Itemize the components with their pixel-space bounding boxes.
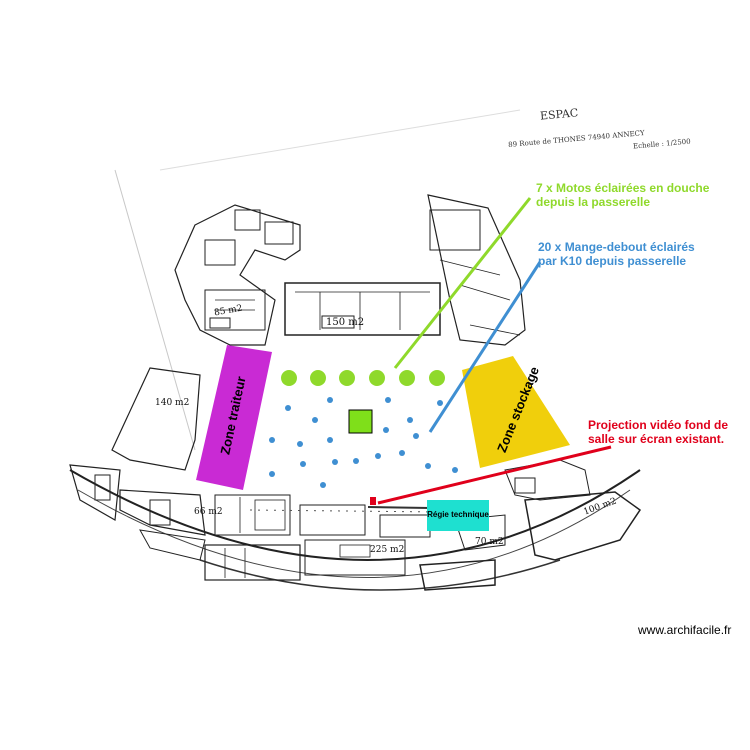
room-100 bbox=[524, 491, 642, 561]
mange-debout-marker bbox=[320, 482, 326, 488]
room-85 bbox=[204, 289, 266, 331]
mange-debout-annotation: 20 x Mange-debout éclairés par K10 depui… bbox=[538, 240, 695, 268]
room-225 bbox=[304, 539, 406, 576]
room bbox=[419, 559, 496, 591]
mange-debout-annotation-line1: 20 x Mange-debout éclairés bbox=[538, 240, 695, 254]
mange-debout-marker bbox=[375, 453, 381, 459]
left-corner-rooms bbox=[69, 464, 121, 521]
room bbox=[254, 499, 286, 531]
room bbox=[214, 494, 291, 536]
motos-pointer-line bbox=[393, 197, 532, 369]
wall bbox=[439, 259, 501, 276]
room bbox=[204, 544, 301, 581]
room bbox=[339, 544, 371, 558]
projection-annotation-line1: Projection vidéo fond de bbox=[588, 418, 729, 432]
mange-debout-marker bbox=[425, 463, 431, 469]
room bbox=[379, 514, 431, 538]
mange-debout-marker bbox=[353, 458, 359, 464]
mange-debout-group bbox=[269, 397, 458, 488]
moto-marker bbox=[369, 370, 385, 386]
area-label-150: 150 m2 bbox=[326, 317, 365, 328]
area-label-70: 70 m2 bbox=[475, 537, 504, 547]
mange-debout-marker bbox=[332, 459, 338, 465]
mange-debout-marker bbox=[413, 433, 419, 439]
regie-technique-box bbox=[427, 500, 489, 531]
projection-pointer-line bbox=[377, 445, 612, 505]
room bbox=[321, 315, 355, 329]
room bbox=[429, 209, 481, 251]
right-wing-rooms bbox=[427, 194, 526, 346]
motos-annotation-line1: 7 x Motos éclairées en douche bbox=[536, 181, 710, 195]
moto-marker bbox=[399, 370, 415, 386]
mange-debout-marker bbox=[297, 441, 303, 447]
room-66 bbox=[119, 489, 206, 536]
room bbox=[139, 529, 206, 561]
moto-marker bbox=[281, 370, 297, 386]
screen-line bbox=[367, 506, 431, 509]
mange-debout-marker bbox=[269, 437, 275, 443]
mange-debout-marker bbox=[300, 461, 306, 467]
motos-group bbox=[281, 370, 445, 386]
motos-annotation-line2: depuis la passerelle bbox=[536, 195, 651, 209]
mange-debout-pointer-line bbox=[428, 261, 542, 433]
mange-debout-marker bbox=[327, 397, 333, 403]
mange-debout-marker bbox=[383, 427, 389, 433]
center-green-square bbox=[348, 409, 373, 434]
stage-edge bbox=[249, 509, 441, 513]
mange-debout-marker bbox=[399, 450, 405, 456]
room bbox=[264, 221, 294, 245]
mange-debout-annotation-line2: par K10 depuis passerelle bbox=[538, 254, 687, 268]
motos-annotation: 7 x Motos éclairées en douche depuis la … bbox=[536, 181, 709, 209]
moto-marker bbox=[310, 370, 326, 386]
moto-marker bbox=[429, 370, 445, 386]
mange-debout-marker bbox=[437, 400, 443, 406]
page-top-edge bbox=[159, 109, 521, 171]
room-140 bbox=[111, 367, 201, 471]
wall bbox=[459, 284, 511, 301]
room bbox=[149, 499, 171, 526]
moto-marker bbox=[339, 370, 355, 386]
room bbox=[94, 474, 111, 501]
zone-stockage bbox=[462, 356, 570, 468]
projection-annotation-line2: salle sur écran existant. bbox=[588, 432, 725, 446]
room bbox=[504, 459, 591, 501]
outer-curve bbox=[69, 469, 641, 561]
area-label-66: 66 m2 bbox=[194, 507, 223, 517]
front-curve bbox=[199, 559, 561, 591]
watermark: www.archifacile.fr bbox=[638, 623, 732, 637]
room bbox=[514, 477, 536, 494]
projector-marker bbox=[370, 497, 376, 505]
mange-debout-marker bbox=[269, 471, 275, 477]
projection-annotation: Projection vidéo fond de salle sur écran… bbox=[588, 418, 728, 446]
room bbox=[299, 504, 366, 536]
room bbox=[234, 209, 261, 231]
page-edge-line bbox=[114, 169, 196, 451]
room bbox=[209, 317, 231, 329]
mange-debout-marker bbox=[312, 417, 318, 423]
mange-debout-marker bbox=[285, 405, 291, 411]
mange-debout-marker bbox=[452, 467, 458, 473]
regie-technique-label: Régie technique bbox=[427, 510, 489, 519]
area-label-225: 225 m2 bbox=[370, 545, 405, 555]
zone-traiteur bbox=[196, 345, 272, 490]
mange-debout-marker bbox=[327, 437, 333, 443]
mange-debout-marker bbox=[407, 417, 413, 423]
mange-debout-marker bbox=[385, 397, 391, 403]
area-label-140: 140 m2 bbox=[155, 398, 190, 408]
left-wing-rooms bbox=[174, 204, 301, 346]
outer-curve-inner bbox=[77, 489, 631, 578]
room bbox=[204, 239, 236, 266]
